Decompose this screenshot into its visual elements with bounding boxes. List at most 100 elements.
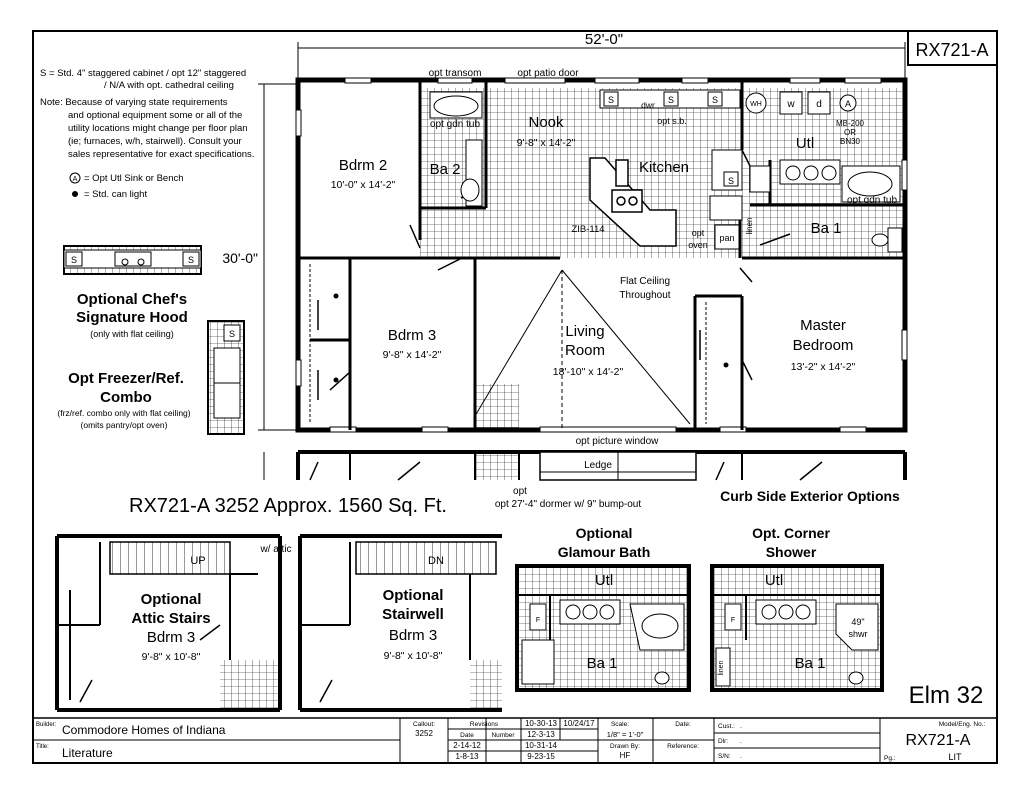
label-master-dim: 13'-2" x 14'-2"	[791, 361, 856, 373]
model-box	[907, 30, 998, 66]
overall-width-label: 52'-0"	[585, 31, 623, 48]
svg-text:9'-8" x 10'-8": 9'-8" x 10'-8"	[384, 650, 443, 662]
svg-text:A: A	[73, 176, 78, 183]
overall-width-dimension: 52'-0"	[297, 31, 906, 80]
option-glamour-bath: F Optional Glamour Bath Utl Ba 1	[515, 525, 691, 692]
curb-side-strip	[296, 450, 907, 481]
svg-text:S: S	[608, 95, 614, 105]
svg-text:Stairwell: Stairwell	[382, 606, 444, 623]
label-bdrm3: Bdrm 3	[388, 327, 436, 344]
label-bdrm2: Bdrm 2	[339, 157, 387, 174]
svg-text:Bdrm 3: Bdrm 3	[389, 627, 437, 644]
label-bn30: BN30	[840, 137, 861, 146]
label-zib: ZIB-114	[571, 224, 604, 235]
model-code: RX721-A	[915, 40, 988, 60]
svg-text:Callout:: Callout:	[413, 721, 435, 728]
svg-text:Ba 1: Ba 1	[795, 655, 826, 672]
legend-sink: = Opt Utl Sink or Bench	[84, 173, 184, 184]
svg-text:10-30-13: 10-30-13	[525, 719, 558, 728]
svg-text:F: F	[731, 617, 735, 624]
chefs-hood-inset: S S Optional Chef's Signature Hood (only…	[63, 245, 202, 339]
label-pan: pan	[719, 233, 734, 243]
option-corner-shower: F linen Opt. Corner Shower Utl 49" shwr …	[710, 525, 884, 692]
svg-text:S: S	[712, 95, 718, 105]
label-curb-side: Curb Side Exterior Options	[720, 488, 900, 504]
svg-text:HF: HF	[620, 751, 631, 760]
label-a: A	[845, 99, 851, 109]
svg-text:S: S	[188, 255, 194, 265]
label-gdn-tub: opt gdn tub	[430, 119, 480, 130]
svg-text:Builder:: Builder:	[36, 722, 57, 728]
option-stairwell: DN Optional Stairwell Bdrm 3 9'-8" x 10'…	[298, 534, 502, 712]
svg-text:Glamour Bath: Glamour Bath	[558, 544, 651, 560]
can-light	[333, 293, 339, 299]
label-opt-oven: oven	[688, 240, 708, 250]
note-line: utility locations might change per floor…	[68, 123, 248, 134]
svg-text:3252: 3252	[415, 729, 433, 738]
svg-text:Utl: Utl	[765, 572, 783, 589]
label-d: d	[816, 99, 822, 110]
svg-text:1/8" = 1'-0": 1/8" = 1'-0"	[607, 730, 644, 739]
svg-text:Utl: Utl	[595, 572, 613, 589]
label-w: w	[786, 99, 795, 110]
svg-text:.: .	[740, 723, 742, 730]
overall-depth-label: 30'-0"	[222, 250, 258, 266]
label-opt-patio-door: opt patio door	[517, 68, 579, 79]
freezer-title: Opt Freezer/Ref.	[68, 370, 184, 387]
title-block-model: RX721-A	[906, 732, 971, 749]
label-sqft: RX721-A 3252 Approx. 1560 Sq. Ft.	[129, 495, 447, 517]
svg-text:Pg.:: Pg.:	[884, 755, 896, 762]
plan-notes: S = Std. 4" staggered cabinet / opt 12" …	[40, 68, 254, 200]
svg-text:S: S	[668, 95, 674, 105]
svg-text:9-23-15: 9-23-15	[527, 752, 555, 761]
chefs-hood-title: Optional Chef's	[77, 291, 187, 308]
label-w-attic: w/ attic	[259, 544, 291, 555]
svg-text:49": 49"	[851, 617, 864, 627]
svg-text:shwr: shwr	[848, 629, 867, 639]
can-light-icon	[72, 191, 78, 197]
label-wh: WH	[750, 101, 762, 108]
svg-text:Model/Eng. No.:: Model/Eng. No.:	[939, 721, 986, 728]
svg-text:Dlr:: Dlr:	[718, 738, 728, 745]
svg-text:Optional: Optional	[383, 587, 444, 604]
label-living: Living	[565, 323, 604, 340]
label-opt-picture-window: opt picture window	[576, 436, 660, 447]
label-opt-sb: opt s.b.	[657, 116, 687, 126]
label-linen: linen	[745, 218, 754, 235]
label-opt-transom: opt transom	[429, 68, 482, 79]
builder-name: Commodore Homes of Indiana	[62, 723, 226, 737]
label-dn: DN	[428, 555, 444, 567]
svg-text:Title:: Title:	[36, 744, 49, 750]
label-dwr: dwr	[641, 100, 655, 110]
svg-text:Shower: Shower	[766, 544, 817, 560]
svg-text:Date: Date	[460, 732, 474, 739]
overall-depth-dimension: 30'-0"	[222, 83, 296, 480]
label-flat-ceiling: Flat Ceiling	[620, 276, 670, 287]
label-up: UP	[190, 555, 205, 567]
label-opt-oven: opt	[692, 228, 705, 238]
svg-text:linen: linen	[718, 661, 725, 676]
label-bdrm2-dim: 10'-0" x 14'-2"	[331, 179, 396, 191]
label-ba1: Ba 1	[811, 220, 842, 237]
freezer-title: Combo	[100, 389, 152, 406]
svg-text:Optional: Optional	[576, 525, 633, 541]
svg-text:Attic Stairs: Attic Stairs	[131, 610, 210, 627]
title-value: Literature	[62, 746, 113, 760]
note-line: (ie; furnaces, w/h, stairwell). Consult …	[68, 136, 242, 147]
svg-text:1-8-13: 1-8-13	[455, 752, 479, 761]
label-utl: Utl	[796, 135, 814, 152]
svg-text:Drawn By:: Drawn By:	[610, 743, 640, 750]
svg-text:Scale:: Scale:	[611, 721, 629, 728]
note-line: Note: Because of varying state requireme…	[40, 97, 228, 108]
label-nook: Nook	[528, 114, 564, 131]
can-light	[723, 362, 729, 368]
label-gdn-tub: opt gdn tub	[847, 195, 897, 206]
label-living-dim: 18'-10" x 14'-2"	[553, 366, 624, 378]
note-line: S = Std. 4" staggered cabinet / opt 12" …	[40, 68, 246, 79]
label-dormer: opt 27'-4" dormer w/ 9" bump-out	[495, 499, 642, 510]
label-opt: opt	[513, 486, 527, 497]
svg-text:9'-8" x 10'-8": 9'-8" x 10'-8"	[142, 651, 201, 663]
chefs-hood-note: (only with flat ceiling)	[90, 329, 174, 339]
freezer-inset: S Opt Freezer/Ref. Combo (frz/ref. combo…	[57, 320, 245, 435]
